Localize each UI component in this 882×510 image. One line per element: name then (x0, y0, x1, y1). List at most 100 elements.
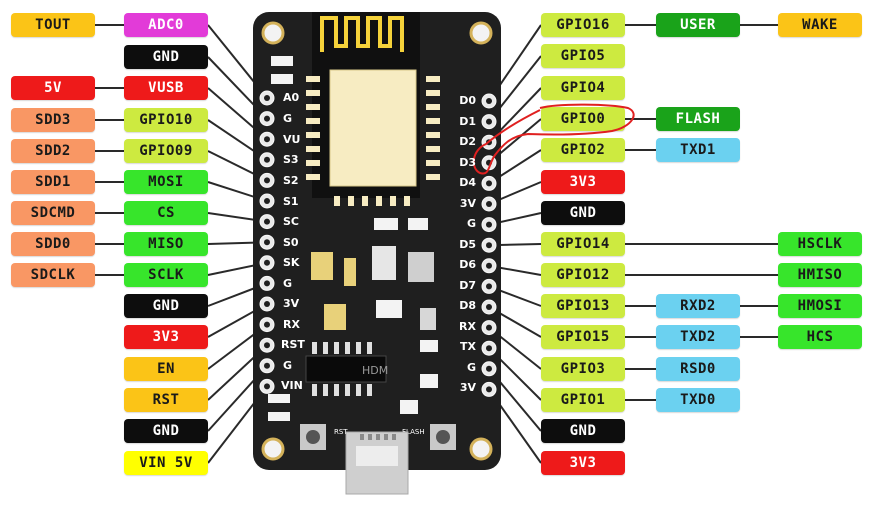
board-pin-label-d3: D3 (459, 156, 476, 169)
right-header-pin-hole-12 (486, 345, 492, 352)
board-pin-label-vin: VIN (281, 379, 303, 392)
component-cluster (376, 300, 402, 318)
board-pin-label-d1: D1 (459, 115, 476, 128)
label-sdcmd: SDCMD (11, 201, 95, 225)
chip-label: HDM (362, 364, 388, 377)
right-header-pin-hole-10 (486, 304, 492, 310)
annotation-circle-gpio0 (472, 103, 635, 175)
label-sdd1: SDD1 (11, 170, 95, 194)
board-pin-label-d2: D2 (459, 135, 476, 148)
board-pin-label-s1: S1 (283, 195, 299, 208)
label-gnd-1: GND (124, 45, 208, 69)
right-header-pins (481, 93, 497, 397)
board-pin-label-s2: S2 (283, 174, 299, 187)
label-hsclk: HSCLK (778, 232, 862, 256)
label-gnd-right-2: GND (541, 419, 625, 443)
label-gnd-3: GND (124, 419, 208, 443)
label-sdd3: SDD3 (11, 108, 95, 132)
label-txd2: TXD2 (656, 325, 740, 349)
left-header-pin-hole-0 (264, 95, 270, 101)
label-gnd-2: GND (124, 294, 208, 318)
right-header-pin-hole-6 (486, 221, 492, 228)
right-header-pin-hole-8 (486, 262, 492, 269)
left-header-pins (259, 90, 275, 394)
label-3v3-right-2: 3V3 (541, 451, 625, 475)
left-header-pin-hole-8 (264, 259, 270, 266)
label-txd1: TXD1 (656, 138, 740, 162)
board-pin-label-d0: D0 (459, 94, 476, 107)
label-vusb: VUSB (124, 76, 208, 100)
board-pin-label-a0: A0 (283, 91, 300, 104)
capacitor-2 (344, 258, 356, 286)
right-header-pin-hole-7 (486, 242, 492, 249)
label-gpio12: GPIO12 (541, 263, 625, 287)
rst-button-label: RST (334, 428, 348, 436)
label-gnd-right-1: GND (541, 201, 625, 225)
left-header-pin-hole-2 (264, 136, 270, 143)
flash-button-cap[interactable] (436, 430, 450, 444)
left-header-pin-hole-4 (264, 177, 270, 184)
right-header-pin-hole-14 (486, 386, 492, 393)
board-pin-label-s3: S3 (283, 153, 299, 166)
board-pin-label-g-r1: G (466, 217, 476, 230)
right-header-pin-hole-9 (486, 283, 492, 290)
smd-component-1 (374, 218, 398, 230)
label-txd0: TXD0 (656, 388, 740, 412)
label-gpio1: GPIO1 (541, 388, 625, 412)
label-en: EN (124, 357, 208, 381)
board-pin-label-d6: D6 (459, 258, 476, 271)
label-hcs: HCS (778, 325, 862, 349)
board-pin-label-g-2: G (283, 277, 293, 290)
left-header-pin-hole-1 (264, 115, 270, 122)
smd-component-3 (420, 340, 438, 352)
board-pin-label-s0: S0 (283, 236, 299, 249)
regulator (372, 246, 396, 280)
right-header-pin-hole-4 (486, 180, 492, 187)
label-wake: WAKE (778, 13, 862, 37)
left-header-pin-hole-3 (264, 156, 270, 163)
left-header-pin-hole-7 (264, 239, 270, 246)
module-pads (306, 76, 440, 206)
label-gpio5: GPIO5 (541, 44, 625, 68)
board-pin-label-d7: D7 (459, 279, 476, 292)
board-pin-label-d5: D5 (459, 238, 476, 251)
left-header-pin-hole-12 (264, 342, 270, 349)
label-adc0: ADC0 (124, 13, 208, 37)
usb-serial-chip (305, 355, 387, 383)
board-pin-label-sk: SK (283, 256, 300, 269)
board-pin-label-rx: RX (283, 318, 300, 331)
right-header-pin-hole-1 (486, 118, 492, 125)
label-gpio4: GPIO4 (541, 76, 625, 100)
label-gpio10: GPIO10 (124, 108, 208, 132)
led-4 (268, 412, 290, 421)
led-1 (271, 56, 293, 66)
label-3v3-right-1: 3V3 (541, 170, 625, 194)
board-pin-label-g-1: G (283, 112, 293, 125)
label-vin-5v: VIN 5V (124, 451, 208, 475)
smd-component-5 (400, 400, 418, 414)
label-gpio14: GPIO14 (541, 232, 625, 256)
label-miso: MISO (124, 232, 208, 256)
smd-component-4 (420, 374, 438, 388)
board-pin-label-3v-r2: 3V (459, 381, 476, 394)
right-header-pin-hole-13 (486, 365, 492, 372)
label-gpio3: GPIO3 (541, 357, 625, 381)
antenna-trace-icon (320, 16, 404, 52)
rst-button-cap[interactable] (306, 430, 320, 444)
left-header-pin-hole-10 (264, 301, 270, 307)
left-header-pin-hole-14 (264, 383, 270, 390)
regulator-tab (408, 252, 434, 282)
chip-small (420, 308, 436, 330)
board-pin-label-3v: 3V (283, 297, 300, 310)
left-header-pin-hole-6 (264, 218, 270, 225)
label-sdd2: SDD2 (11, 139, 95, 163)
board-pin-label-g-r2: G (466, 361, 476, 374)
label-sclk: SCLK (124, 263, 208, 287)
micro-usb-opening (356, 446, 398, 466)
label-rsd0: RSD0 (656, 357, 740, 381)
board-pin-label-rx-r: RX (459, 320, 476, 333)
label-mosi: MOSI (124, 170, 208, 194)
board-pin-label-rst: RST (281, 338, 305, 351)
label-rxd2: RXD2 (656, 294, 740, 318)
